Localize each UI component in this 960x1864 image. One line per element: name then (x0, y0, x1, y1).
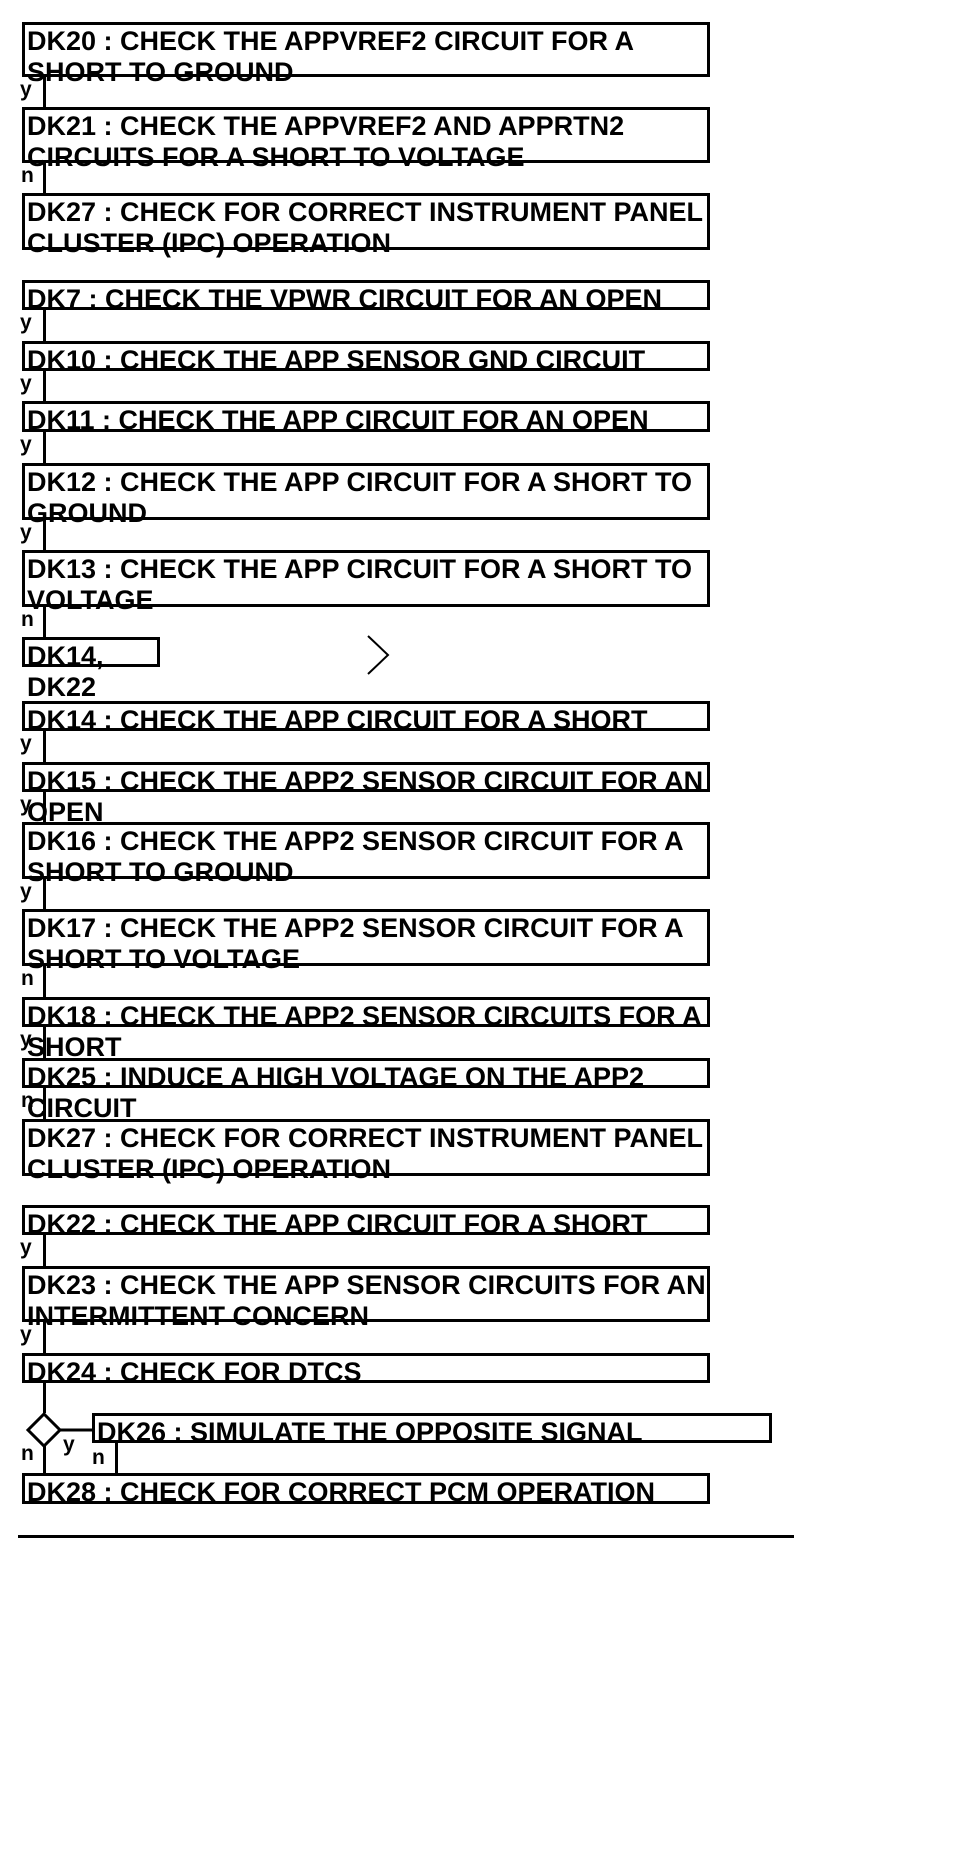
branch-label-yes: y (20, 1323, 32, 1346)
branch-label-no: n (21, 164, 34, 187)
step-dk7: DK7 : CHECK THE VPWR CIRCUIT FOR AN OPEN (22, 280, 710, 314)
branch-label-yes: y (20, 793, 32, 816)
connector (43, 1383, 46, 1413)
connector (43, 520, 46, 550)
connector (43, 966, 46, 997)
branch-label-no: n (92, 1446, 105, 1469)
branch-label-no: n (21, 608, 34, 631)
step-dk21: DK21 : CHECK THE APPVREF2 AND APPRTN2 CI… (22, 107, 710, 172)
connector (43, 1446, 46, 1473)
step-dk15: DK15 : CHECK THE APP2 SENSOR CIRCUIT FOR… (22, 762, 710, 827)
step-dk14-dk22-reference: DK14, DK22 (22, 637, 160, 702)
step-dk22: DK22 : CHECK THE APP CIRCUIT FOR A SHORT (22, 1205, 710, 1239)
branch-label-no: n (21, 1089, 34, 1112)
connector (43, 371, 46, 401)
connector (43, 879, 46, 909)
branch-label-no: n (21, 967, 34, 990)
branch-label-yes: y (20, 1236, 32, 1259)
step-dk26: DK26 : SIMULATE THE OPPOSITE SIGNAL (92, 1413, 772, 1447)
branch-label-yes: y (20, 521, 32, 544)
branch-label-yes: y (63, 1433, 75, 1456)
step-dk11: DK11 : CHECK THE APP CIRCUIT FOR AN OPEN (22, 401, 710, 435)
branch-label-yes: y (20, 78, 32, 101)
connector (43, 1235, 46, 1266)
connector (43, 1027, 46, 1058)
step-dk14: DK14 : CHECK THE APP CIRCUIT FOR A SHORT (22, 701, 710, 735)
branch-label-yes: y (20, 311, 32, 334)
connector (115, 1443, 118, 1473)
step-dk27-second: DK27 : CHECK FOR CORRECT INSTRUMENT PANE… (22, 1119, 710, 1184)
branch-label-yes: y (20, 880, 32, 903)
connector (43, 432, 46, 463)
divider (18, 1535, 794, 1538)
step-dk17: DK17 : CHECK THE APP2 SENSOR CIRCUIT FOR… (22, 909, 710, 974)
connector (43, 1322, 46, 1353)
step-dk16: DK16 : CHECK THE APP2 SENSOR CIRCUIT FOR… (22, 822, 710, 887)
step-dk10: DK10 : CHECK THE APP SENSOR GND CIRCUIT (22, 341, 710, 375)
branch-label-yes: y (20, 1028, 32, 1051)
connector (43, 310, 46, 341)
step-dk13: DK13 : CHECK THE APP CIRCUIT FOR A SHORT… (22, 550, 710, 615)
step-dk12: DK12 : CHECK THE APP CIRCUIT FOR A SHORT… (22, 463, 710, 528)
branch-label-yes: y (20, 732, 32, 755)
connector (43, 731, 46, 762)
connector (43, 792, 46, 822)
connector (43, 163, 46, 193)
branch-label-yes: y (20, 433, 32, 456)
connector (43, 607, 46, 637)
step-dk23: DK23 : CHECK THE APP SENSOR CIRCUITS FOR… (22, 1266, 710, 1331)
step-dk27-first: DK27 : CHECK FOR CORRECT INSTRUMENT PANE… (22, 193, 710, 258)
branch-label-yes: y (20, 372, 32, 395)
step-dk18: DK18 : CHECK THE APP2 SENSOR CIRCUITS FO… (22, 997, 710, 1062)
branch-label-no: n (21, 1442, 34, 1465)
connector (43, 1088, 46, 1119)
step-dk28: DK28 : CHECK FOR CORRECT PCM OPERATION (22, 1473, 710, 1507)
step-dk25: DK25 : INDUCE A HIGH VOLTAGE ON THE APP2… (22, 1058, 710, 1123)
connector (43, 77, 46, 107)
step-dk20: DK20 : CHECK THE APPVREF2 CIRCUIT FOR A … (22, 22, 710, 87)
step-dk24: DK24 : CHECK FOR DTCS (22, 1353, 710, 1387)
